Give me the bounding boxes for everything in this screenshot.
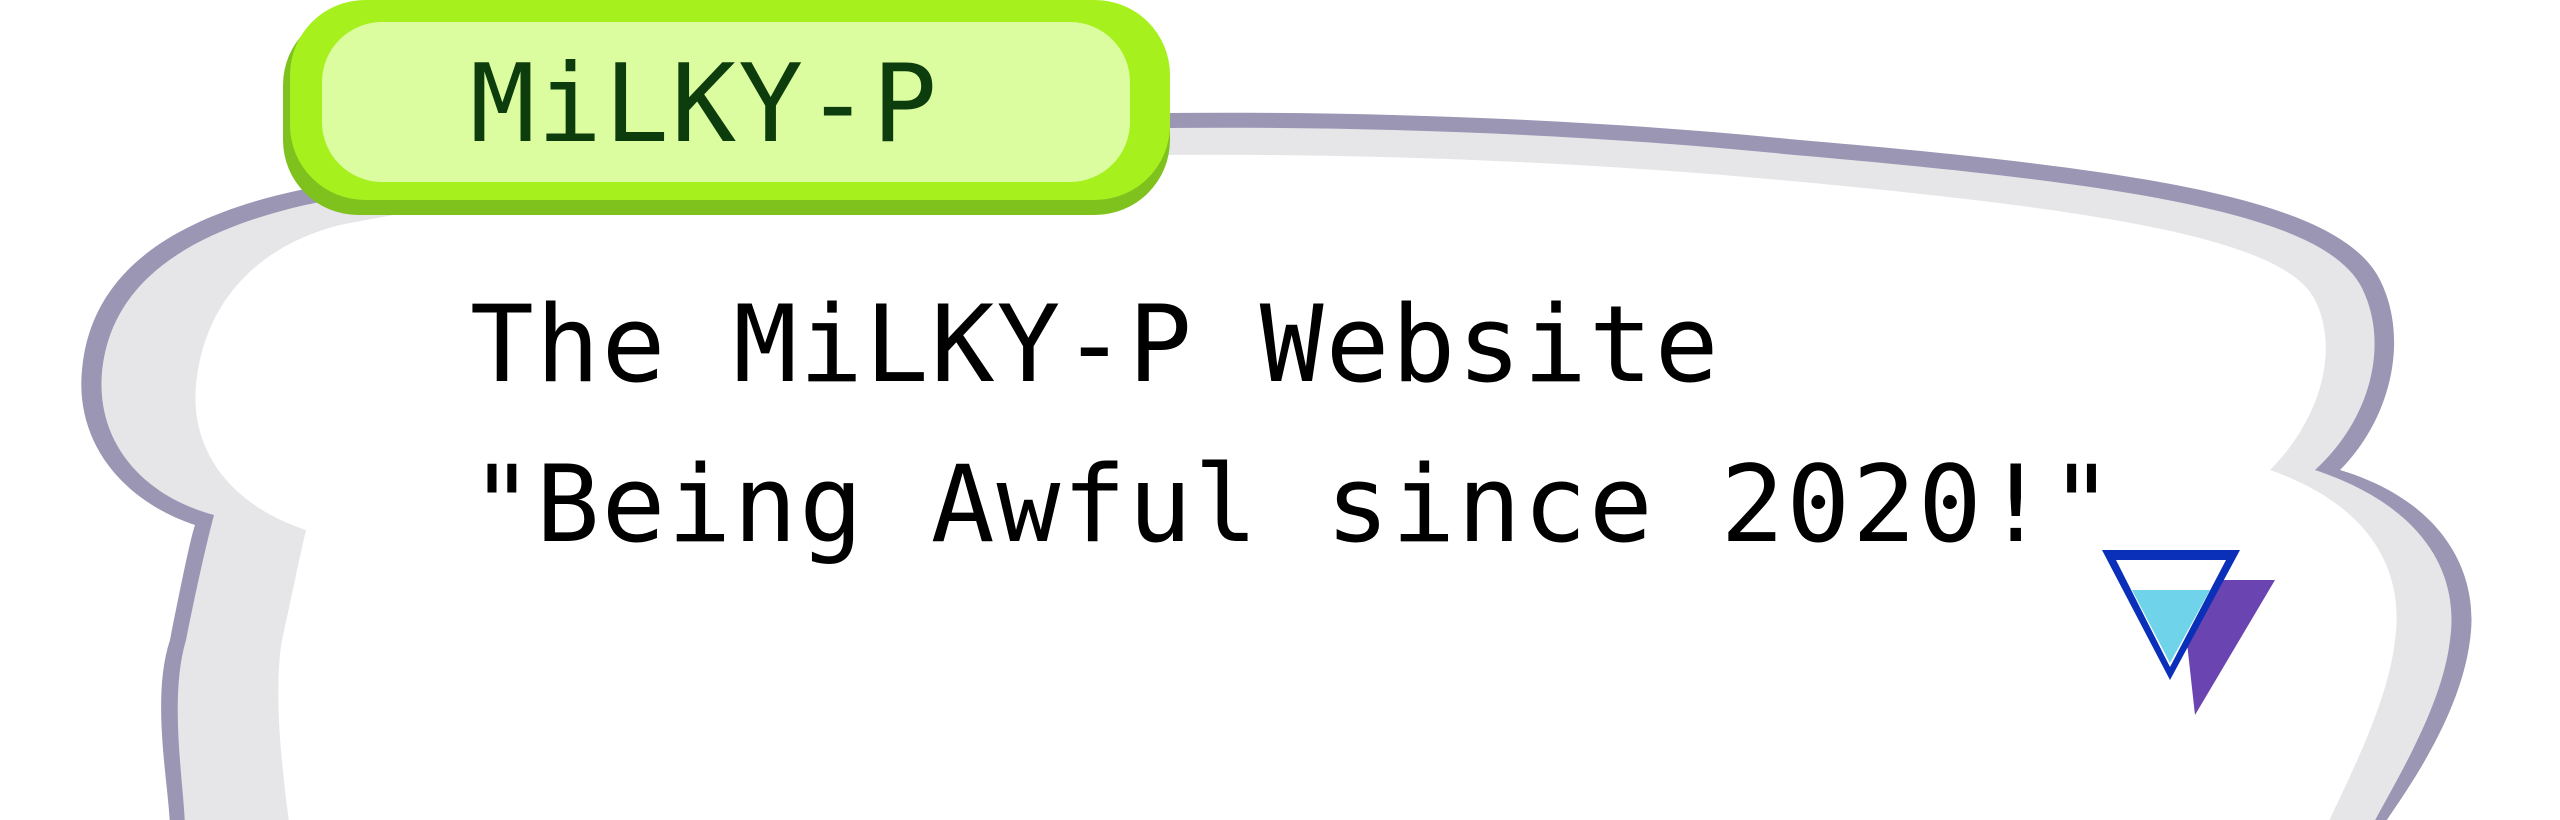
dialog-line-1: The MiLKY-P Website — [470, 283, 1721, 406]
down-triangle-icon — [2102, 550, 2275, 715]
advance-indicator-button[interactable] — [2100, 545, 2280, 725]
name-plate — [283, 0, 1170, 215]
dialog-line-2: "Being Awful since 2020!" — [470, 443, 2116, 566]
speaker-name: MiLKY-P — [470, 42, 940, 167]
bubble-body — [195, 154, 2397, 820]
